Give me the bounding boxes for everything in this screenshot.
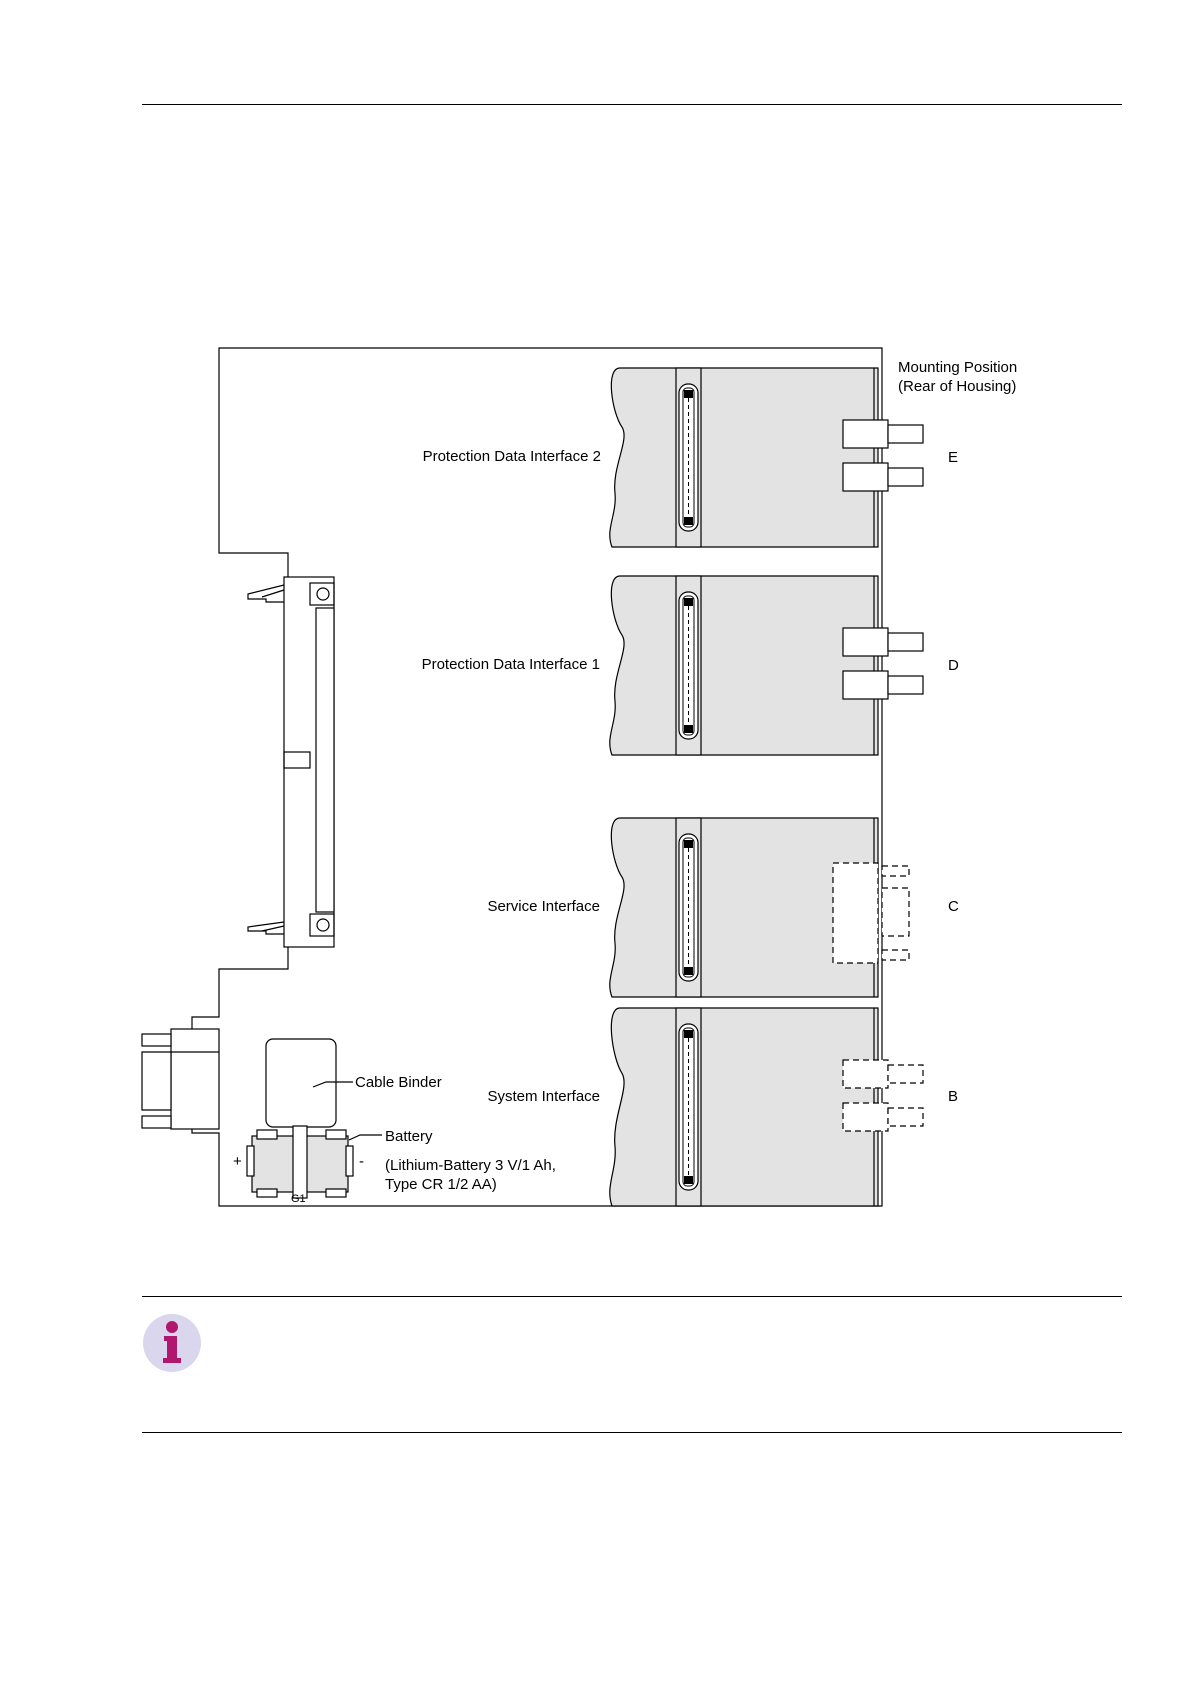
slot-label-c: C — [948, 898, 959, 915]
cable-binder — [266, 1039, 353, 1127]
module-service — [610, 818, 909, 997]
mounting-position-line2: (Rear of Housing) — [898, 378, 1016, 395]
slot-label-e: E — [948, 449, 958, 466]
battery-ref: G1 — [291, 1193, 306, 1205]
slot-label-d: D — [948, 657, 959, 674]
slot-label-b: B — [948, 1088, 958, 1105]
note-top-rule — [142, 1296, 1122, 1297]
cable-binder-label: Cable Binder — [355, 1074, 442, 1091]
info-icon — [142, 1313, 202, 1373]
module-label-pdi1: Protection Data Interface 1 — [422, 656, 600, 673]
backplane-connector — [248, 577, 334, 947]
mounting-position-line1: Mounting Position — [898, 359, 1017, 376]
module-system — [610, 1008, 923, 1206]
battery-spec-line1: (Lithium-Battery 3 V/1 Ah, — [385, 1157, 556, 1174]
note-bottom-rule — [142, 1432, 1122, 1433]
module-label-service: Service Interface — [487, 898, 600, 915]
battery-plus: + — [233, 1153, 242, 1170]
module-pdi1 — [610, 576, 923, 755]
module-pdi2 — [610, 368, 923, 547]
module-label-pdi2: Protection Data Interface 2 — [423, 448, 601, 465]
battery-label: Battery — [385, 1128, 433, 1145]
modules-layer — [610, 368, 923, 1206]
battery-minus: - — [359, 1153, 364, 1170]
d-sub-connector — [142, 1029, 219, 1129]
battery-spec-line2: Type CR 1/2 AA) — [385, 1176, 497, 1193]
module-label-system: System Interface — [487, 1088, 600, 1105]
